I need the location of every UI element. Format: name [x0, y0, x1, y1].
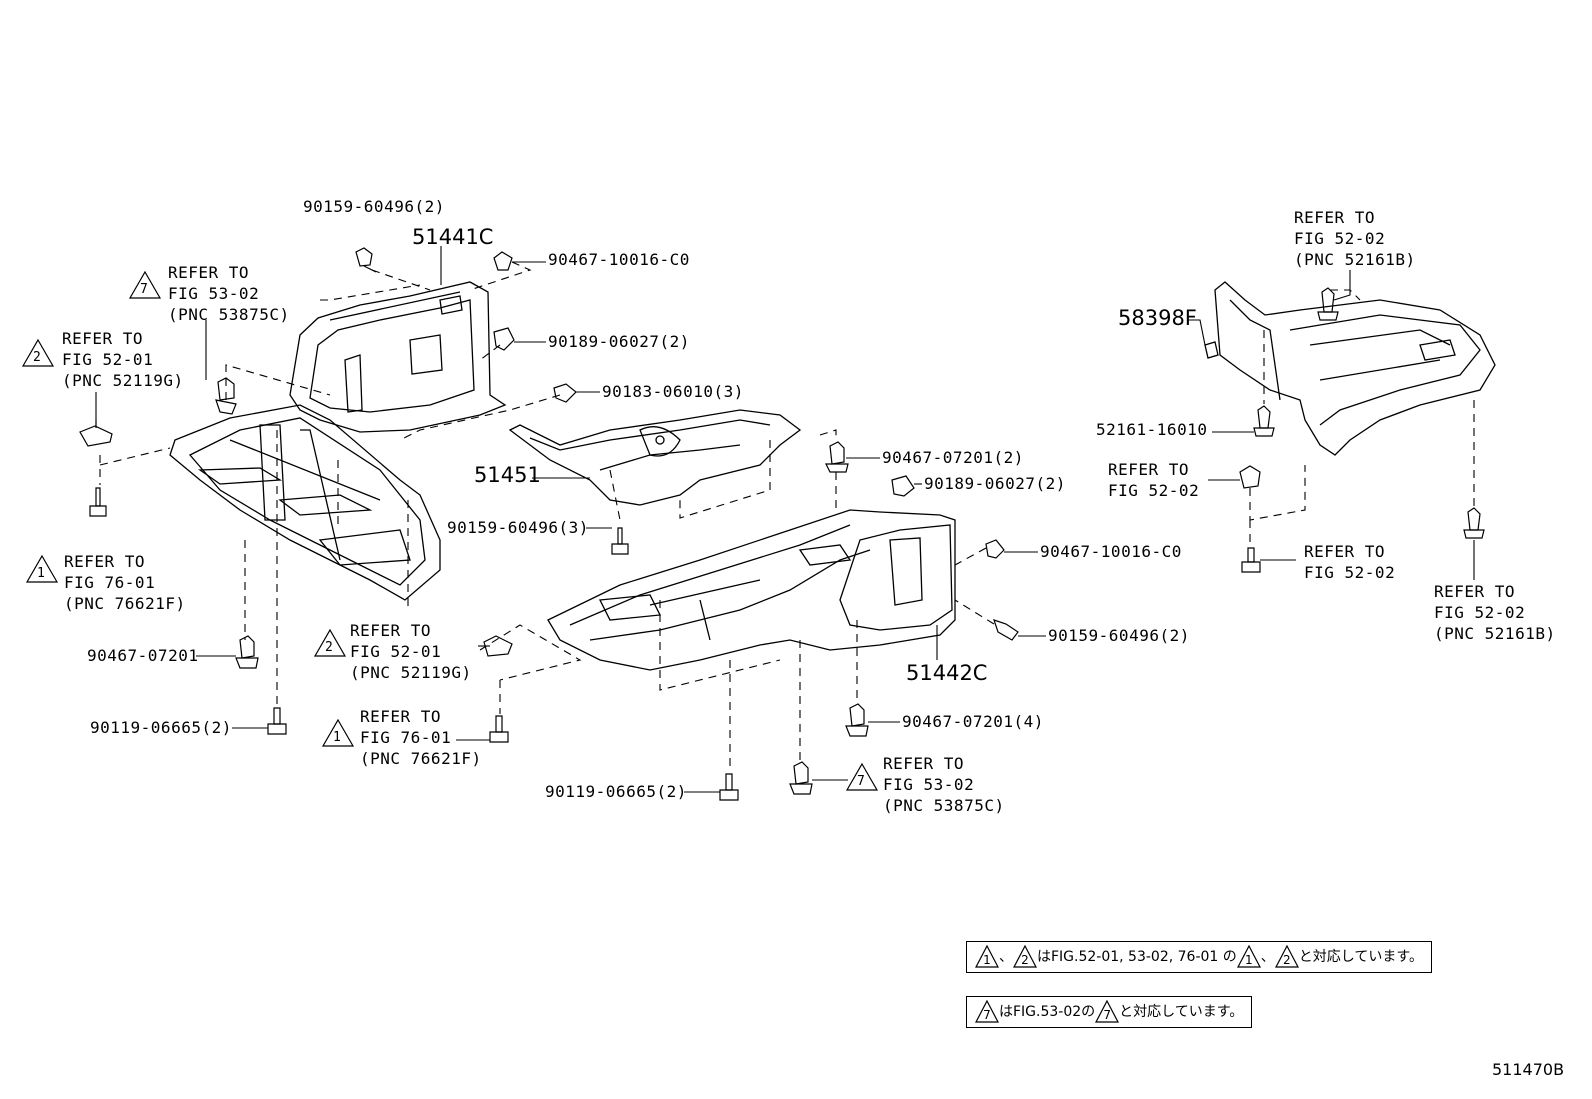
ref-line: FIG 52-02 — [1108, 481, 1200, 500]
ref-line: REFER TO — [1304, 542, 1386, 561]
part-label[interactable]: 52161-16010 — [1096, 420, 1208, 439]
ref-mark-1-left: 1 — [37, 566, 46, 581]
refer-to-fig-76-01-mid[interactable]: REFER TO FIG 76-01 (PNC 76621F) — [360, 706, 482, 769]
ref-line: FIG 76-01 — [64, 573, 156, 592]
triangle-2-icon: 2 — [1274, 945, 1299, 969]
leader-lines — [95, 246, 1475, 793]
reference-triangles — [21, 270, 879, 791]
ref-line: (PNC 53875C) — [168, 305, 290, 324]
ref-line: FIG 53-02 — [168, 284, 260, 303]
note-text: と対応しています。 — [1119, 1004, 1244, 1020]
note-sep: 、 — [999, 949, 1013, 965]
cover-51441c — [289, 281, 507, 433]
ref-mark-1-mid: 1 — [333, 730, 342, 745]
under-cover-left — [169, 404, 441, 601]
ref-line: FIG 52-02 — [1304, 563, 1396, 582]
fasteners — [79, 247, 1485, 801]
ref-mark-2-mid: 2 — [325, 640, 334, 655]
ref-mark-2-left: 2 — [33, 350, 42, 365]
ref-line: REFER TO — [350, 621, 432, 640]
triangle-1-icon: 1 — [975, 945, 999, 969]
ref-line: REFER TO — [64, 552, 146, 571]
refer-to-fig-76-01-left[interactable]: REFER TO FIG 76-01 (PNC 76621F) — [64, 551, 186, 614]
part-label[interactable]: 90467-07201 — [87, 646, 199, 665]
ref-line: REFER TO — [883, 754, 965, 773]
ref-line: FIG 76-01 — [360, 728, 452, 747]
ref-mark-7-top: 7 — [140, 282, 149, 297]
triangle-7-icon: 7 — [975, 1000, 999, 1024]
refer-to-fig-52-02-far-right[interactable]: REFER TO FIG 52-02 (PNC 52161B) — [1434, 581, 1556, 644]
part-label[interactable]: 90159-60496(3) — [447, 518, 589, 537]
refer-to-fig-52-02-mid-right[interactable]: REFER TO FIG 52-02 — [1108, 459, 1199, 501]
note-text: はFIG.53-02の — [999, 1004, 1096, 1020]
dashed-assembly-lines — [99, 261, 1475, 772]
ref-line: FIG 52-02 — [1434, 603, 1526, 622]
part-label[interactable]: 90467-07201(2) — [882, 448, 1024, 467]
part-label[interactable]: 90159-60496(2) — [303, 197, 445, 216]
refer-to-fig-52-01-left[interactable]: REFER TO FIG 52-01 (PNC 52119G) — [62, 328, 184, 391]
part-label[interactable]: 90467-07201(4) — [902, 712, 1044, 731]
refer-to-fig-52-02-top-right[interactable]: REFER TO FIG 52-02 (PNC 52161B) — [1294, 207, 1416, 270]
note-text: はFIG.52-01, 53-02, 76-01 の — [1037, 949, 1237, 965]
note-sep: 、 — [1260, 949, 1275, 965]
note-text: と対応しています。 — [1298, 949, 1423, 965]
part-label[interactable]: 90183-06010(3) — [602, 382, 744, 401]
part-label[interactable]: 51442C — [906, 661, 988, 685]
ref-line: (PNC 52161B) — [1434, 624, 1556, 643]
triangle-7-icon: 7 — [1095, 1000, 1120, 1024]
part-label[interactable]: 90189-06027(2) — [924, 474, 1066, 493]
refer-to-fig-52-02-lower-right[interactable]: REFER TO FIG 52-02 — [1304, 541, 1395, 583]
ref-line: (PNC 76621F) — [64, 594, 186, 613]
cover-58398f — [1204, 281, 1496, 456]
under-cover-51442c — [547, 509, 956, 671]
refer-to-fig-53-02-bottom[interactable]: REFER TO FIG 53-02 (PNC 53875C) — [883, 753, 1005, 816]
triangle-1-icon: 1 — [1236, 945, 1261, 969]
ref-line: FIG 52-02 — [1294, 229, 1386, 248]
part-label[interactable]: 90159-60496(2) — [1048, 626, 1190, 645]
ref-mark-7-bottom: 7 — [857, 774, 866, 789]
ref-line: (PNC 52119G) — [350, 663, 472, 682]
part-label[interactable]: 90189-06027(2) — [548, 332, 690, 351]
part-label[interactable]: 51441C — [412, 225, 494, 249]
part-label[interactable]: 90119-06665(2) — [90, 718, 232, 737]
ref-line: REFER TO — [1434, 582, 1516, 601]
part-label[interactable]: 58398F — [1118, 306, 1197, 330]
ref-line: (PNC 52119G) — [62, 371, 184, 390]
refer-to-fig-53-02-top[interactable]: REFER TO FIG 53-02 (PNC 53875C) — [168, 262, 290, 325]
part-label[interactable]: 90467-10016-C0 — [548, 250, 690, 269]
ref-line: FIG 53-02 — [883, 775, 975, 794]
ref-line: (PNC 76621F) — [360, 749, 482, 768]
ref-line: (PNC 52161B) — [1294, 250, 1416, 269]
ref-line: FIG 52-01 — [62, 350, 154, 369]
figure-code: 511470B — [1492, 1060, 1565, 1079]
part-label[interactable]: 51451 — [474, 463, 541, 487]
ref-line: REFER TO — [1108, 460, 1190, 479]
ref-line: REFER TO — [360, 707, 442, 726]
ref-line: (PNC 53875C) — [883, 796, 1005, 815]
part-label[interactable]: 90467-10016-C0 — [1040, 542, 1182, 561]
ref-line: REFER TO — [62, 329, 144, 348]
ref-line: REFER TO — [1294, 208, 1376, 227]
ref-line: FIG 52-01 — [350, 642, 442, 661]
triangle-2-icon: 2 — [1013, 945, 1037, 969]
refer-to-fig-52-01-mid[interactable]: REFER TO FIG 52-01 (PNC 52119G) — [350, 620, 472, 683]
plate-51451 — [508, 409, 802, 506]
part-label[interactable]: 90119-06665(2) — [545, 782, 687, 801]
ref-line: REFER TO — [168, 263, 250, 282]
